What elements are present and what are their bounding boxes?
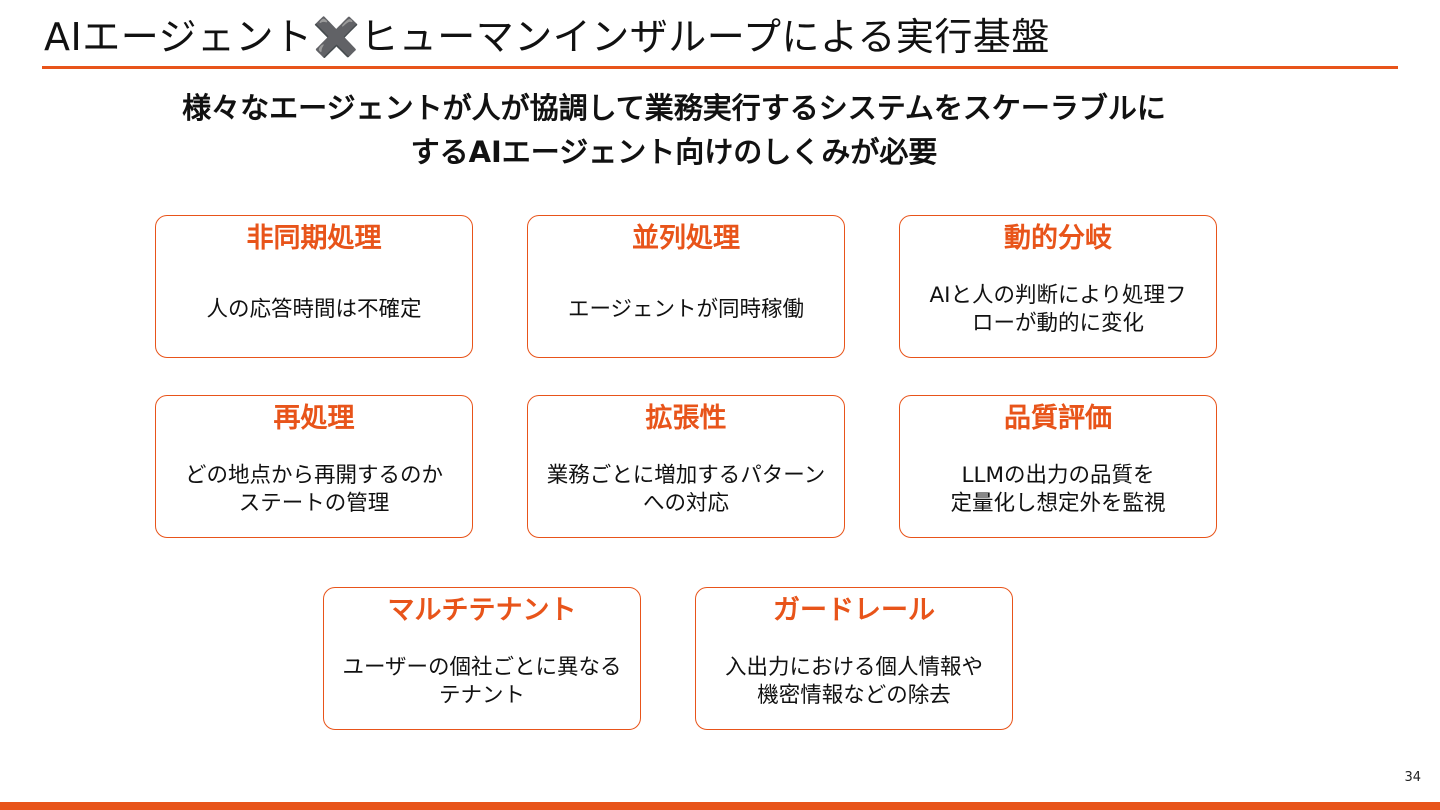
- title-underline: [42, 66, 1398, 69]
- card-description: ユーザーの個社ごとに異なる テナント: [328, 652, 636, 712]
- card-reprocessing: 再処理 どの地点から再開するのか ステートの管理: [155, 395, 473, 538]
- card-scalability: 拡張性 業務ごとに増加するパターン への対応: [527, 395, 845, 538]
- card-title: 再処理: [273, 403, 355, 434]
- card-description: どの地点から再開するのか ステートの管理: [160, 460, 468, 520]
- card-dynamic-branching: 動的分岐 AIと人の判断により処理フ ローが動的に変化: [899, 215, 1217, 358]
- card-title: 並列処理: [632, 223, 740, 254]
- card-multi-tenant: マルチテナント ユーザーの個社ごとに異なる テナント: [323, 587, 641, 730]
- card-title: 品質評価: [1004, 403, 1112, 434]
- subtitle-line-2: するAIエージェント向けのしくみが必要: [410, 135, 938, 169]
- card-parallel-processing: 並列処理 エージェントが同時稼働: [527, 215, 845, 358]
- card-description: 入出力における個人情報や 機密情報などの除去: [700, 652, 1008, 712]
- card-description-line: AIと人の判断により処理フ: [929, 283, 1187, 308]
- card-description-line: への対応: [642, 491, 729, 516]
- card-title: ガードレール: [773, 595, 935, 626]
- card-quality-evaluation: 品質評価 LLMの出力の品質を 定量化し想定外を監視: [899, 395, 1217, 538]
- card-description-line: どの地点から再開するのか: [184, 463, 443, 488]
- card-guardrails: ガードレール 入出力における個人情報や 機密情報などの除去: [695, 587, 1013, 730]
- card-title: 非同期処理: [246, 223, 382, 254]
- card-description-line: ローが動的に変化: [971, 311, 1144, 336]
- page-number: 34: [1404, 770, 1421, 785]
- slide-subtitle: 様々なエージェントが人が協調して業務実行するシステムをスケーラブルに するAIエ…: [0, 86, 1348, 174]
- card-description-line: 定量化し想定外を監視: [950, 491, 1166, 516]
- card-description: 業務ごとに増加するパターン への対応: [532, 460, 840, 520]
- card-title: 拡張性: [645, 403, 727, 434]
- card-description-line: テナント: [438, 683, 525, 708]
- card-description: エージェントが同時稼働: [532, 280, 840, 340]
- card-description-line: LLMの出力の品質を: [961, 463, 1155, 488]
- card-description-line: ユーザーの個社ごとに異なる: [342, 655, 622, 680]
- card-description-line: 業務ごとに増加するパターン: [546, 463, 826, 488]
- card-async-processing: 非同期処理 人の応答時間は不確定: [155, 215, 473, 358]
- card-description-line: 入出力における個人情報や: [724, 655, 983, 680]
- card-title: マルチテナント: [387, 595, 577, 626]
- slide-title: AIエージェント✖️ヒューマンインザループによる実行基盤: [44, 15, 1050, 59]
- card-description-line: ステートの管理: [238, 491, 390, 516]
- bottom-accent-bar: [0, 802, 1440, 810]
- card-description: LLMの出力の品質を 定量化し想定外を監視: [904, 460, 1212, 520]
- card-title: 動的分岐: [1004, 223, 1112, 254]
- subtitle-line-1: 様々なエージェントが人が協調して業務実行するシステムをスケーラブルに: [182, 91, 1166, 125]
- card-description: 人の応答時間は不確定: [160, 280, 468, 340]
- card-description-line: 機密情報などの除去: [757, 683, 951, 708]
- card-description-line: 人の応答時間は不確定: [206, 297, 422, 322]
- card-description: AIと人の判断により処理フ ローが動的に変化: [904, 280, 1212, 340]
- card-description-line: エージェントが同時稼働: [567, 297, 805, 322]
